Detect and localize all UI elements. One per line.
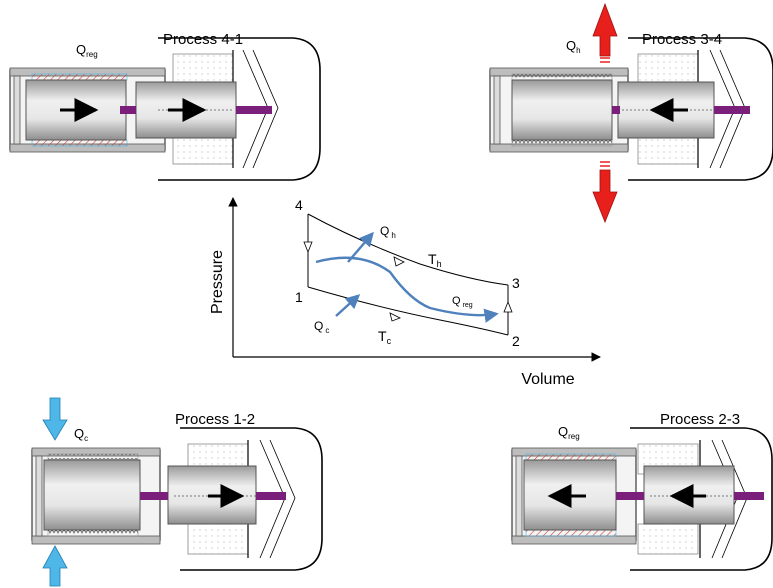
heater-housing — [630, 427, 773, 571]
engine-process-1-2: Process 1-2 Qc — [31, 397, 323, 587]
heater-housing — [628, 37, 773, 181]
engine-process-2-3: Process 2-3 Qreg — [511, 411, 773, 571]
displacer-piston — [511, 79, 613, 141]
connecting-rod — [714, 106, 750, 114]
regenerator-block — [637, 133, 699, 165]
heat-in-arrow-bottom — [42, 545, 68, 587]
connecting-rod — [612, 106, 620, 114]
label-t-hot: Th — [428, 251, 442, 269]
label-t-cold: Tc — [378, 328, 392, 346]
displacer-piston — [43, 459, 141, 531]
heat-label: Qreg — [558, 424, 580, 441]
heat-in-hot-arrow — [347, 231, 374, 263]
connecting-rod — [140, 492, 168, 500]
hot-isotherm — [307, 213, 509, 286]
process-title: Process 2-3 — [660, 411, 740, 428]
heat-out-arrow-down — [592, 169, 618, 224]
connecting-rod — [120, 106, 136, 114]
engine-process-4-1: Process 4-1 Qreg — [9, 31, 321, 181]
connecting-rod — [734, 492, 764, 500]
engine-process-3-4: Process 3-4 Qh — [489, 2, 773, 224]
heat-in-cold-arrow — [335, 294, 361, 317]
regenerator-block — [172, 53, 234, 85]
regenerator-flow-curve — [315, 256, 499, 323]
state-point-4: 4 — [295, 197, 303, 213]
state-point-2: 2 — [512, 333, 520, 349]
heat-in-arrow-top — [42, 397, 68, 441]
process-title: Process 4-1 — [163, 31, 243, 48]
heat-label: Qh — [566, 38, 581, 55]
y-axis-label: Pressure — [209, 250, 226, 314]
heat-out-arrow-up — [592, 2, 618, 57]
connecting-rod — [616, 492, 644, 500]
regenerator-block — [637, 523, 699, 555]
heat-label: Qc — [74, 426, 88, 443]
regenerator-block — [187, 523, 249, 555]
state-point-1: 1 — [295, 289, 303, 305]
process-title: Process 3-4 — [642, 31, 722, 48]
process-title: Process 1-2 — [175, 411, 255, 428]
connecting-rod — [236, 106, 272, 114]
heater-housing — [180, 427, 323, 571]
state-point-3: 3 — [512, 275, 520, 291]
x-axis-label: Volume — [521, 371, 574, 388]
heat-label: Qreg — [76, 42, 98, 59]
regenerator-block — [637, 53, 699, 85]
heater-housing — [158, 37, 321, 181]
connecting-rod — [256, 492, 286, 500]
